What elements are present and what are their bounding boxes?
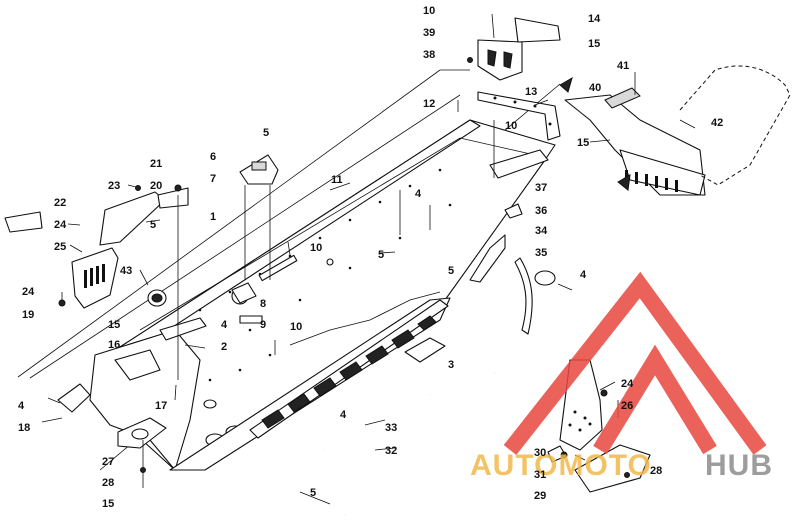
callout-4-right: 4 (580, 269, 587, 281)
callout-4-mid: 4 (221, 319, 228, 331)
leader-lines (41, 13, 696, 505)
callout-9: 9 (260, 319, 266, 331)
callout-37: 37 (535, 182, 547, 194)
callout-5-mid: 5 (378, 249, 384, 261)
callout-28-right: 28 (650, 465, 662, 477)
callout-24-left: 24 (54, 219, 67, 231)
callout-42: 42 (711, 117, 723, 129)
callout-31: 31 (534, 469, 546, 481)
callout-16: 16 (108, 339, 120, 351)
callout-labels: 10 14 39 15 38 41 40 13 12 10 42 15 5 6 … (18, 5, 723, 510)
clip-14 (514, 17, 561, 43)
callout-4-low: 4 (340, 409, 347, 421)
bracket-25 (71, 247, 119, 309)
callout-8: 8 (260, 298, 266, 310)
callout-2: 2 (221, 341, 227, 353)
support-35 (514, 257, 533, 335)
callout-36: 36 (535, 205, 547, 217)
rail-13 (477, 91, 561, 141)
plate-27 (117, 417, 167, 449)
bracket-23 (99, 191, 166, 246)
callout-26: 26 (621, 400, 633, 412)
watermark: AUTOMOTO HUB (470, 271, 773, 482)
cover-18 (57, 383, 91, 413)
arrow-down (617, 174, 631, 191)
callout-23: 23 (108, 180, 120, 192)
clip-36 (504, 203, 523, 219)
strap-20 (157, 187, 189, 209)
callout-4-top: 4 (415, 188, 422, 200)
flap-29 (574, 444, 651, 493)
guard-34 (469, 234, 506, 283)
callout-10-low: 10 (290, 321, 302, 333)
callout-6: 6 (210, 151, 216, 163)
bracket-39 (477, 39, 523, 81)
callout-5-top: 5 (263, 127, 269, 139)
rear-bumper-outline (679, 65, 791, 186)
plate-9 (239, 315, 263, 324)
callout-12: 12 (423, 98, 435, 110)
callout-32: 32 (385, 445, 397, 457)
callout-43: 43 (120, 265, 132, 277)
crosspiece-2 (159, 317, 207, 341)
running-board (169, 291, 451, 471)
callout-24-right: 24 (621, 378, 634, 390)
callout-41: 41 (617, 60, 629, 72)
watermark-text-auto: AUTOMOTO (470, 449, 652, 482)
grommet-43 (147, 289, 167, 307)
rear-rods (324, 371, 497, 517)
callout-1: 1 (210, 211, 216, 223)
callout-28-left: 28 (102, 477, 114, 489)
callout-34: 34 (535, 225, 548, 237)
callout-21: 21 (150, 158, 162, 170)
callout-20: 20 (150, 180, 162, 192)
bracket-37 (489, 149, 549, 179)
watermark-text-hub: HUB (705, 449, 773, 482)
plate-8 (231, 282, 257, 304)
callout-24-lower: 24 (22, 286, 35, 298)
callout-15-left: 15 (108, 319, 120, 331)
watermark-logo-triangles (503, 271, 767, 455)
callout-14: 14 (588, 13, 601, 25)
callout-38: 38 (423, 49, 435, 61)
callout-40: 40 (589, 82, 601, 94)
callout-25: 25 (54, 241, 66, 253)
callout-10-mid: 10 (310, 242, 322, 254)
callout-10: 10 (423, 5, 435, 17)
callout-30: 30 (534, 447, 546, 459)
cover-22 (4, 211, 43, 233)
bracket-3 (404, 337, 446, 363)
callout-39: 39 (423, 27, 435, 39)
callout-29: 29 (534, 490, 546, 502)
bracket-7 (239, 154, 279, 185)
watermark-wordmark: AUTOMOTO HUB (470, 449, 773, 482)
knob-4 (534, 270, 556, 286)
callout-18: 18 (18, 422, 30, 434)
callout-15-bottom: 15 (102, 498, 114, 510)
rear-flap (564, 87, 706, 196)
callout-7: 7 (210, 173, 216, 185)
callout-5-bottom: 5 (310, 487, 316, 499)
arrow-up (559, 76, 573, 93)
callout-19: 19 (22, 309, 34, 321)
callout-35: 35 (535, 247, 547, 259)
fasteners (58, 57, 630, 478)
callout-17: 17 (155, 400, 167, 412)
callout-10-rail: 10 (505, 120, 517, 132)
callout-5-left: 5 (150, 219, 156, 231)
callout-15-flap: 15 (577, 137, 589, 149)
callout-11: 11 (331, 174, 343, 186)
callout-3: 3 (448, 359, 454, 371)
callout-33: 33 (385, 422, 397, 434)
callout-22: 22 (54, 197, 66, 209)
callout-4-left: 4 (18, 400, 25, 412)
callout-27: 27 (102, 456, 114, 468)
callout-15: 15 (588, 38, 600, 50)
callout-13: 13 (525, 86, 537, 98)
callout-5-right: 5 (448, 265, 454, 277)
